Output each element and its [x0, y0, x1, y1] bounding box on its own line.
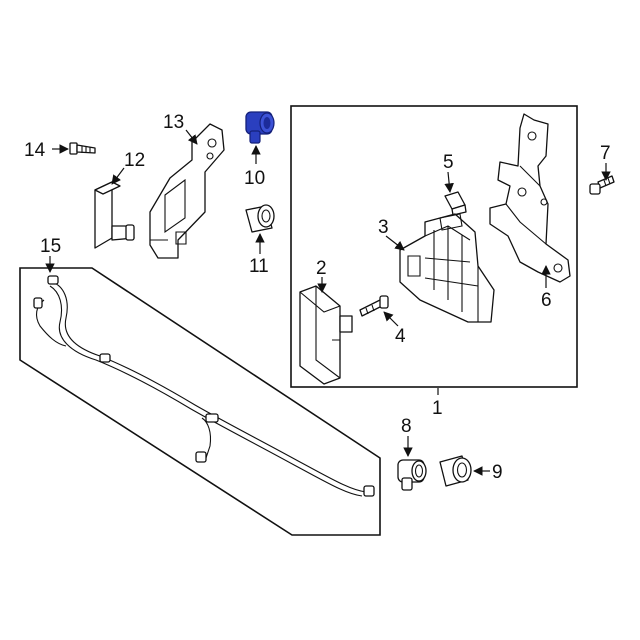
callout-6: 6 — [541, 290, 552, 311]
callout-4: 4 — [395, 326, 406, 347]
screw-4[interactable] — [359, 295, 389, 317]
bolt-14[interactable] — [69, 142, 96, 155]
callout-13: 13 — [163, 112, 184, 133]
callout-15: 15 — [40, 236, 61, 257]
harness-panel-15 — [19, 267, 381, 536]
callout-10: 10 — [244, 168, 265, 189]
callout-7: 7 — [600, 143, 611, 164]
callout-14: 14 — [24, 140, 46, 161]
callout-1: 1 — [432, 398, 443, 419]
bracket-13[interactable] — [149, 123, 225, 259]
clip-5[interactable] — [444, 191, 467, 216]
callout-3: 3 — [378, 217, 389, 238]
leader-lines — [45, 129, 611, 476]
callout-9: 9 — [492, 462, 503, 483]
callout-5: 5 — [443, 152, 454, 173]
grommet-11[interactable] — [245, 204, 275, 233]
callout-8: 8 — [401, 416, 412, 437]
bracket-6[interactable] — [489, 113, 571, 283]
sensor-8[interactable] — [397, 459, 427, 491]
callout-12: 12 — [124, 150, 145, 171]
bolt-7[interactable] — [589, 175, 615, 195]
housing-3[interactable] — [399, 213, 495, 323]
sensor-10-highlighted[interactable] — [245, 111, 275, 144]
callout-11: 11 — [249, 256, 269, 277]
callout-labels: 14 12 13 10 11 5 3 2 4 6 7 1 8 9 15 — [24, 112, 611, 483]
grommet-9[interactable] — [439, 455, 472, 487]
module-12[interactable] — [94, 181, 135, 249]
module-2[interactable] — [299, 285, 353, 385]
wiring-harness-15[interactable] — [33, 275, 375, 497]
callout-2: 2 — [316, 258, 327, 279]
assembly-box-1 — [290, 105, 578, 388]
